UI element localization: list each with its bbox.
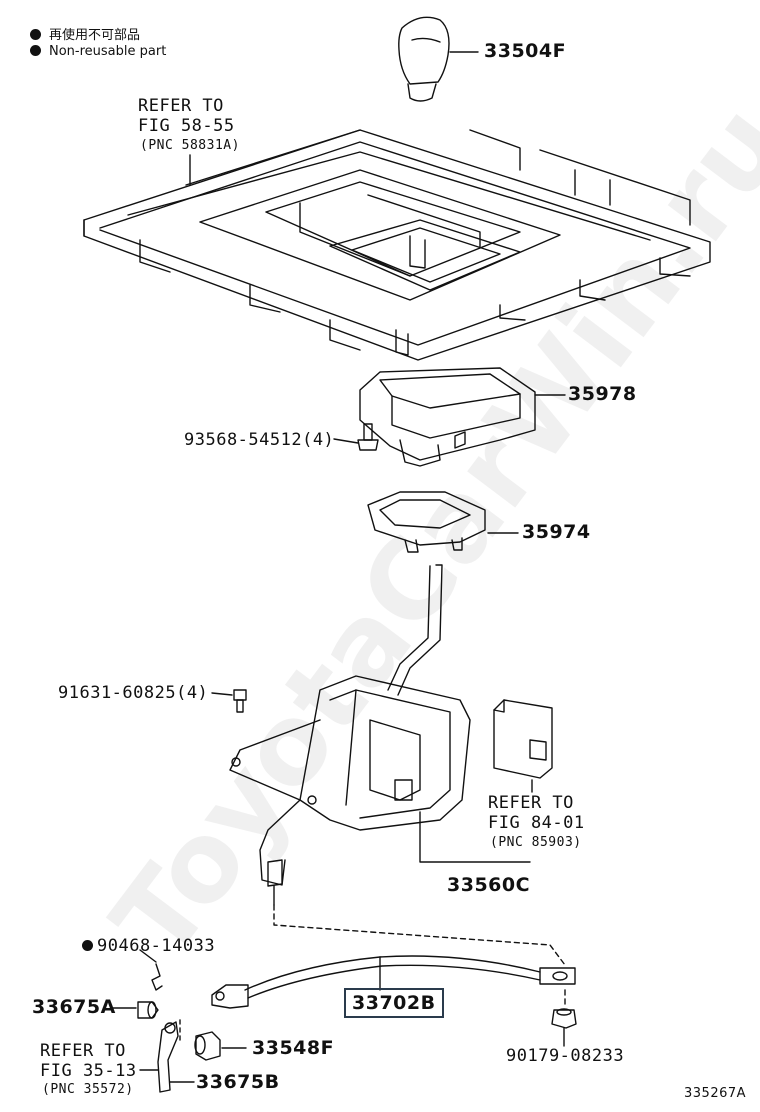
part-33548F-label[interactable]: 33548F bbox=[252, 1037, 335, 1059]
legend-jp-text: 再使用不可部品 bbox=[49, 28, 141, 43]
part-33702B-label[interactable]: 33702B bbox=[344, 988, 444, 1018]
part-33675B-label[interactable]: 33675B bbox=[196, 1071, 280, 1093]
lever-33675b-drawing bbox=[140, 1022, 194, 1092]
ref-84-01-line3: (PNC 85903) bbox=[490, 835, 582, 850]
part-35978-label[interactable]: 35978 bbox=[568, 383, 637, 405]
ref-58-55-line2[interactable]: FIG 58-55 bbox=[138, 116, 235, 136]
ref-84-01-line2[interactable]: FIG 84-01 bbox=[488, 813, 585, 833]
pin-33675a-drawing bbox=[112, 1002, 158, 1018]
indicator-housing-drawing bbox=[360, 368, 565, 466]
diagram-id: 335267A bbox=[684, 1086, 747, 1101]
shift-lever-assembly-drawing bbox=[230, 565, 530, 905]
part-90179-label[interactable]: 90179-08233 bbox=[506, 1046, 625, 1066]
part-33560C-label[interactable]: 33560C bbox=[447, 874, 531, 896]
part-93568-label[interactable]: 93568-54512(4) bbox=[184, 430, 335, 450]
console-panel-drawing bbox=[84, 130, 710, 360]
slider-35974-drawing bbox=[368, 492, 518, 552]
part-33504F-label[interactable]: 33504F bbox=[484, 40, 567, 62]
bushing-33548f-drawing bbox=[195, 1032, 246, 1060]
clip-90468-drawing bbox=[140, 950, 162, 990]
non-reusable-bullet-icon bbox=[82, 940, 93, 951]
ref-58-55-line3: (PNC 58831A) bbox=[140, 138, 240, 153]
part-91631-label[interactable]: 91631-60825(4) bbox=[58, 683, 209, 703]
cable-33702b-drawing bbox=[212, 956, 575, 1008]
ref-35-13-line1[interactable]: REFER TO bbox=[40, 1041, 126, 1061]
nut-90179-drawing bbox=[552, 1009, 576, 1046]
part-90468-text: 90468-14033 bbox=[97, 936, 216, 956]
shift-knob-drawing bbox=[399, 17, 478, 101]
ref-58-55-line1[interactable]: REFER TO bbox=[138, 96, 224, 116]
legend-en-text: Non-reusable part bbox=[49, 44, 167, 59]
bolt-93568-drawing bbox=[334, 424, 378, 450]
ref-35-13-line3: (PNC 35572) bbox=[42, 1082, 134, 1097]
ref-84-01-line1[interactable]: REFER TO bbox=[488, 793, 574, 813]
module-drawing bbox=[494, 700, 552, 792]
part-33675A-label[interactable]: 33675A bbox=[32, 996, 116, 1018]
part-90468-label[interactable]: 90468-14033 bbox=[82, 936, 215, 956]
legend-non-reusable-jp: 再使用不可部品 bbox=[30, 24, 140, 43]
bullet-icon bbox=[30, 29, 41, 40]
bullet-icon bbox=[30, 45, 41, 56]
bolt-91631-drawing bbox=[212, 690, 246, 712]
ref-35-13-line2[interactable]: FIG 35-13 bbox=[40, 1061, 137, 1081]
legend-non-reusable-en: Non-reusable part bbox=[30, 44, 166, 59]
part-35974-label[interactable]: 35974 bbox=[522, 521, 591, 543]
